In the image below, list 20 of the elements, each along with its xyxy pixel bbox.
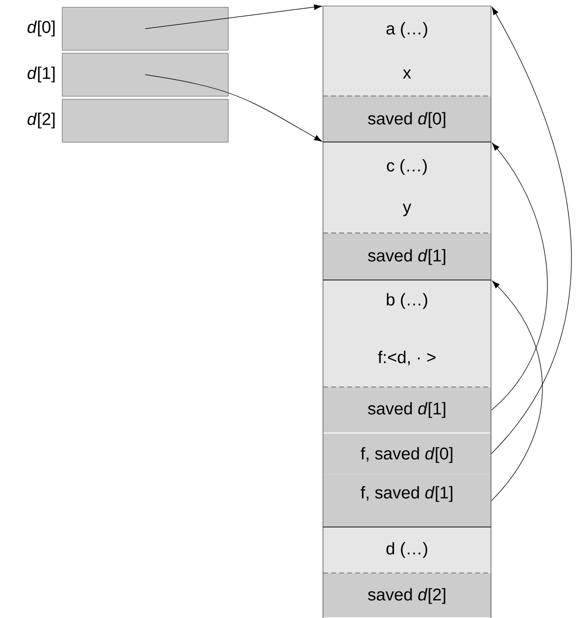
arrow xyxy=(491,142,548,410)
stack-frame: d (…) xyxy=(323,527,492,574)
stack-cell: f, saved d[0] xyxy=(323,433,492,474)
stack-cell: saved d[1] xyxy=(323,233,492,280)
node-label: d[0] xyxy=(28,20,55,36)
register-box: d[2] xyxy=(28,99,228,142)
stack-cell: saved d[0] xyxy=(323,96,492,142)
arrow xyxy=(144,74,322,142)
arrow xyxy=(144,4,322,29)
node-label: d[2] xyxy=(28,112,55,128)
node-label: d[1] xyxy=(28,66,55,82)
register-box: d[0] xyxy=(28,7,228,50)
arrow xyxy=(491,6,572,454)
node-label: f, saved d[1] xyxy=(360,486,452,502)
stack-cell: saved d[1] xyxy=(323,387,492,434)
arrow xyxy=(491,280,543,501)
stack-cell: f, saved d[1] xyxy=(323,474,492,528)
node-label: f, saved d[0] xyxy=(360,447,452,463)
register-box: d[1] xyxy=(28,53,228,96)
stack-cell: saved d[2] xyxy=(323,573,492,618)
